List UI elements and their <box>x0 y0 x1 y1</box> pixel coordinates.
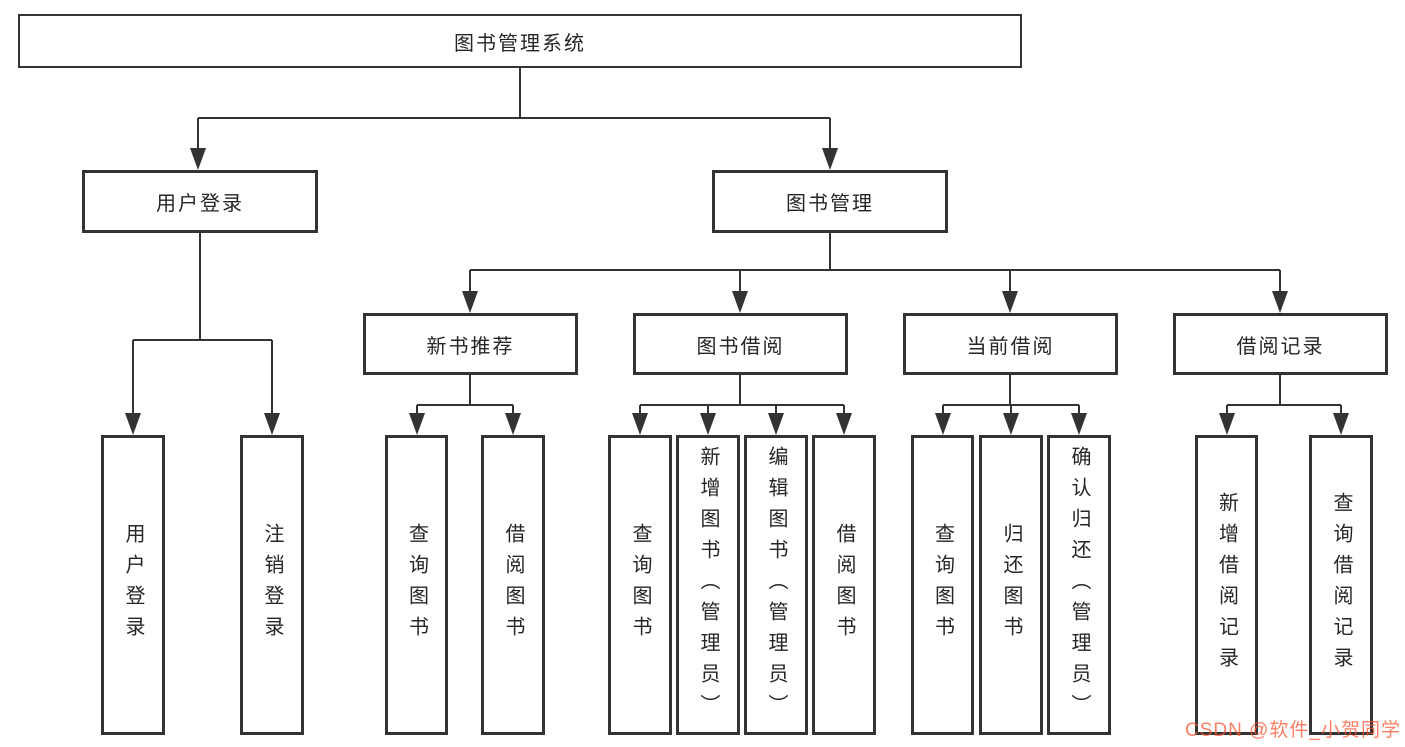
node-new-book-recommend: 新书推荐 <box>363 313 578 375</box>
leaf-query-books-borrow-label: 查询图书 <box>629 523 651 647</box>
node-user-login: 用户登录 <box>82 170 318 233</box>
leaf-return-books-label: 归还图书 <box>1000 523 1022 647</box>
leaf-edit-books-admin: 编辑图书（管理员） <box>744 435 808 735</box>
node-borrow-records: 借阅记录 <box>1173 313 1388 375</box>
leaf-logout-label: 注销登录 <box>261 523 283 647</box>
node-root-label: 图书管理系统 <box>454 32 586 55</box>
leaf-borrow-books-recommend-label: 借阅图书 <box>502 523 524 647</box>
node-book-borrow: 图书借阅 <box>633 313 848 375</box>
leaf-query-books-current-label: 查询图书 <box>931 523 954 647</box>
leaf-query-books-recommend: 查询图书 <box>385 435 448 735</box>
leaf-add-borrow-record: 新增借阅记录 <box>1195 435 1258 735</box>
leaf-borrow-books-label: 借阅图书 <box>833 523 855 647</box>
node-book-management: 图书管理 <box>712 170 948 233</box>
leaf-user-login: 用户登录 <box>101 435 165 735</box>
leaf-return-books: 归还图书 <box>979 435 1043 735</box>
leaf-add-books-admin: 新增图书（管理员） <box>676 435 740 735</box>
leaf-confirm-return-admin-label: 确认归还（管理员） <box>1068 445 1090 725</box>
node-root-system: 图书管理系统 <box>18 14 1022 68</box>
leaf-query-books-current: 查询图书 <box>911 435 974 735</box>
leaf-add-borrow-record-label: 新增借阅记录 <box>1215 492 1238 678</box>
node-book-borrow-label: 图书借阅 <box>696 335 785 358</box>
leaf-user-login-label: 用户登录 <box>122 523 144 647</box>
node-book-management-label: 图书管理 <box>786 193 874 215</box>
leaf-confirm-return-admin: 确认归还（管理员） <box>1047 435 1111 735</box>
leaf-logout: 注销登录 <box>240 435 304 735</box>
leaf-edit-books-admin-label: 编辑图书（管理员） <box>765 445 787 725</box>
csdn-watermark: CSDN @软件_小贺同学 <box>1185 720 1401 741</box>
leaf-borrow-books-recommend: 借阅图书 <box>481 435 545 735</box>
leaf-query-books-recommend-label: 查询图书 <box>405 523 428 647</box>
node-borrow-records-label: 借阅记录 <box>1236 335 1325 358</box>
leaf-query-borrow-record-label: 查询借阅记录 <box>1330 492 1352 678</box>
leaf-query-books-borrow: 查询图书 <box>608 435 672 735</box>
leaf-add-books-admin-label: 新增图书（管理员） <box>697 445 719 725</box>
node-user-login-label: 用户登录 <box>156 193 244 215</box>
node-new-book-recommend-label: 新书推荐 <box>426 335 515 358</box>
node-current-borrow-label: 当前借阅 <box>966 335 1055 358</box>
leaf-borrow-books: 借阅图书 <box>812 435 876 735</box>
leaf-query-borrow-record: 查询借阅记录 <box>1309 435 1373 735</box>
node-current-borrow: 当前借阅 <box>903 313 1118 375</box>
